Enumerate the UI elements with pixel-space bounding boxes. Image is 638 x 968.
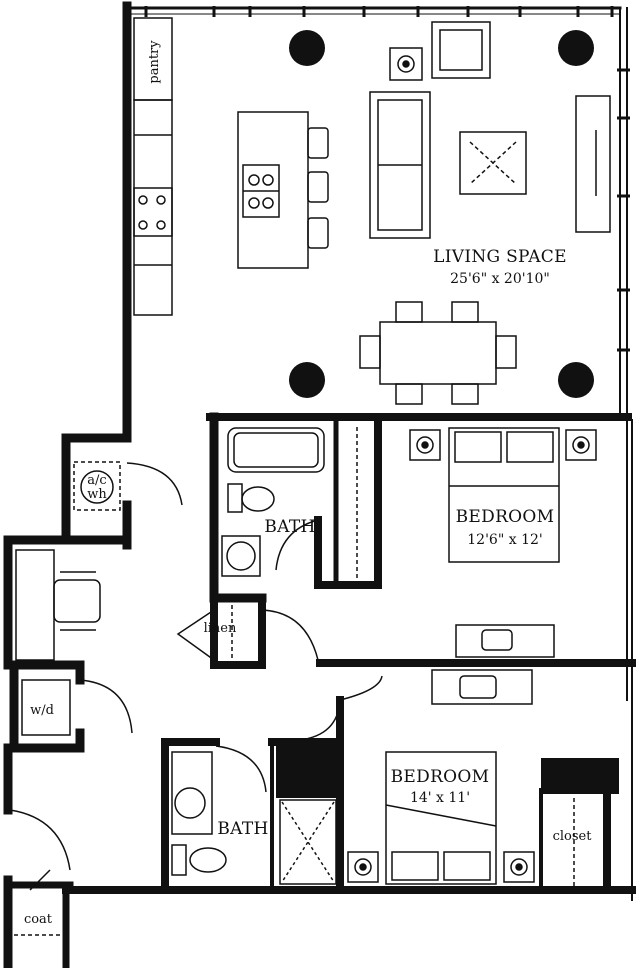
wd-closet: [21, 679, 133, 736]
hall-doors: [299, 675, 383, 741]
chair-icon: [451, 383, 479, 405]
column-icon: [289, 362, 325, 398]
wh-label: wh: [87, 487, 107, 502]
door-swing-icon: [299, 699, 341, 741]
chair-icon: [451, 301, 479, 323]
coffee-table-icon: [459, 131, 527, 195]
wd-label: w/d: [30, 703, 54, 718]
column-icon: [558, 362, 594, 398]
living-furniture: [359, 21, 611, 405]
door-swing-icon: [176, 609, 215, 661]
nightstand-icon: [503, 851, 535, 883]
kitchen-island: [237, 111, 309, 269]
bedroom-1-dimensions: 12'6" x 12': [467, 532, 542, 548]
kitchen: [133, 17, 329, 316]
door-swing-icon: [339, 675, 383, 701]
water-heater-icon: [80, 470, 114, 504]
shower-icon: [279, 799, 337, 885]
chair-icon: [495, 335, 517, 369]
closet-label: closet: [553, 829, 593, 844]
bath-1: [221, 427, 325, 577]
dresser-icon: [455, 624, 555, 658]
door-swing-icon: [79, 679, 133, 734]
bath-2: [171, 745, 337, 885]
toilet-icon: [241, 486, 275, 512]
living-space-dimensions: 25'6" x 20'10": [450, 271, 550, 287]
vanity-icon: [221, 535, 261, 577]
door-swing-icon: [215, 745, 267, 793]
nightstand-icon: [565, 429, 597, 461]
door-swing-icon: [126, 462, 183, 506]
bedroom-2-label: BEDROOM: [391, 767, 490, 787]
desk-chair-icon: [53, 579, 101, 623]
tv-console-icon: [575, 95, 611, 233]
coat-closet: [9, 809, 71, 936]
bed-icon: [448, 427, 560, 563]
sink-icon: [226, 541, 256, 571]
bedroom-1-label: BEDROOM: [456, 507, 555, 527]
stove-icon: [133, 187, 173, 237]
dresser-icon: [431, 669, 533, 705]
washer-dryer-icon: [21, 679, 71, 736]
column-icon: [558, 30, 594, 66]
stool-icon: [307, 171, 329, 203]
ac-closet: [73, 461, 183, 511]
door-swing-icon: [261, 609, 319, 661]
living-space-label: LIVING SPACE: [433, 247, 567, 267]
linen-label: linen: [204, 621, 237, 636]
desk-icon: [15, 549, 55, 661]
bed-icon: [385, 751, 497, 885]
door-swing-icon: [9, 809, 71, 871]
chair-icon: [359, 335, 381, 369]
vanity-icon: [171, 751, 213, 835]
toilet-tank-icon: [171, 844, 187, 876]
dining-table-icon: [379, 321, 497, 385]
sink-icon: [174, 787, 206, 819]
lamp-table-icon: [389, 47, 423, 81]
columns: [289, 30, 594, 398]
walls: [3, 1, 636, 968]
bath-1-label: BATH: [264, 517, 315, 537]
stool-icon: [307, 217, 329, 249]
ac-label: a/c: [87, 473, 106, 488]
coat-label: coat: [24, 912, 53, 927]
nightstand-icon: [347, 851, 379, 883]
door-swing-icon: [275, 519, 319, 571]
chair-icon: [395, 383, 423, 405]
bathtub-icon: [227, 427, 325, 473]
window-ticks: [144, 6, 630, 352]
linen-closet: [176, 605, 319, 661]
toilet-tank-icon: [227, 483, 243, 513]
bedroom-1-furniture: [356, 427, 597, 658]
stool-icon: [307, 127, 329, 159]
door-swing-icon: [29, 869, 51, 891]
kitchen-counter: [133, 99, 173, 316]
chair-icon: [395, 301, 423, 323]
desk-nook: [15, 549, 101, 661]
pantry-label: pantry: [147, 40, 162, 84]
bedroom-2-dimensions: 14' x 11': [410, 790, 470, 806]
bath-2-label: BATH: [217, 819, 268, 839]
bedroom-2-furniture: [347, 669, 575, 886]
armchair-icon: [431, 21, 491, 79]
sofa-icon: [369, 91, 431, 239]
column-icon: [289, 30, 325, 66]
nightstand-icon: [409, 429, 441, 461]
toilet-icon: [189, 847, 227, 873]
